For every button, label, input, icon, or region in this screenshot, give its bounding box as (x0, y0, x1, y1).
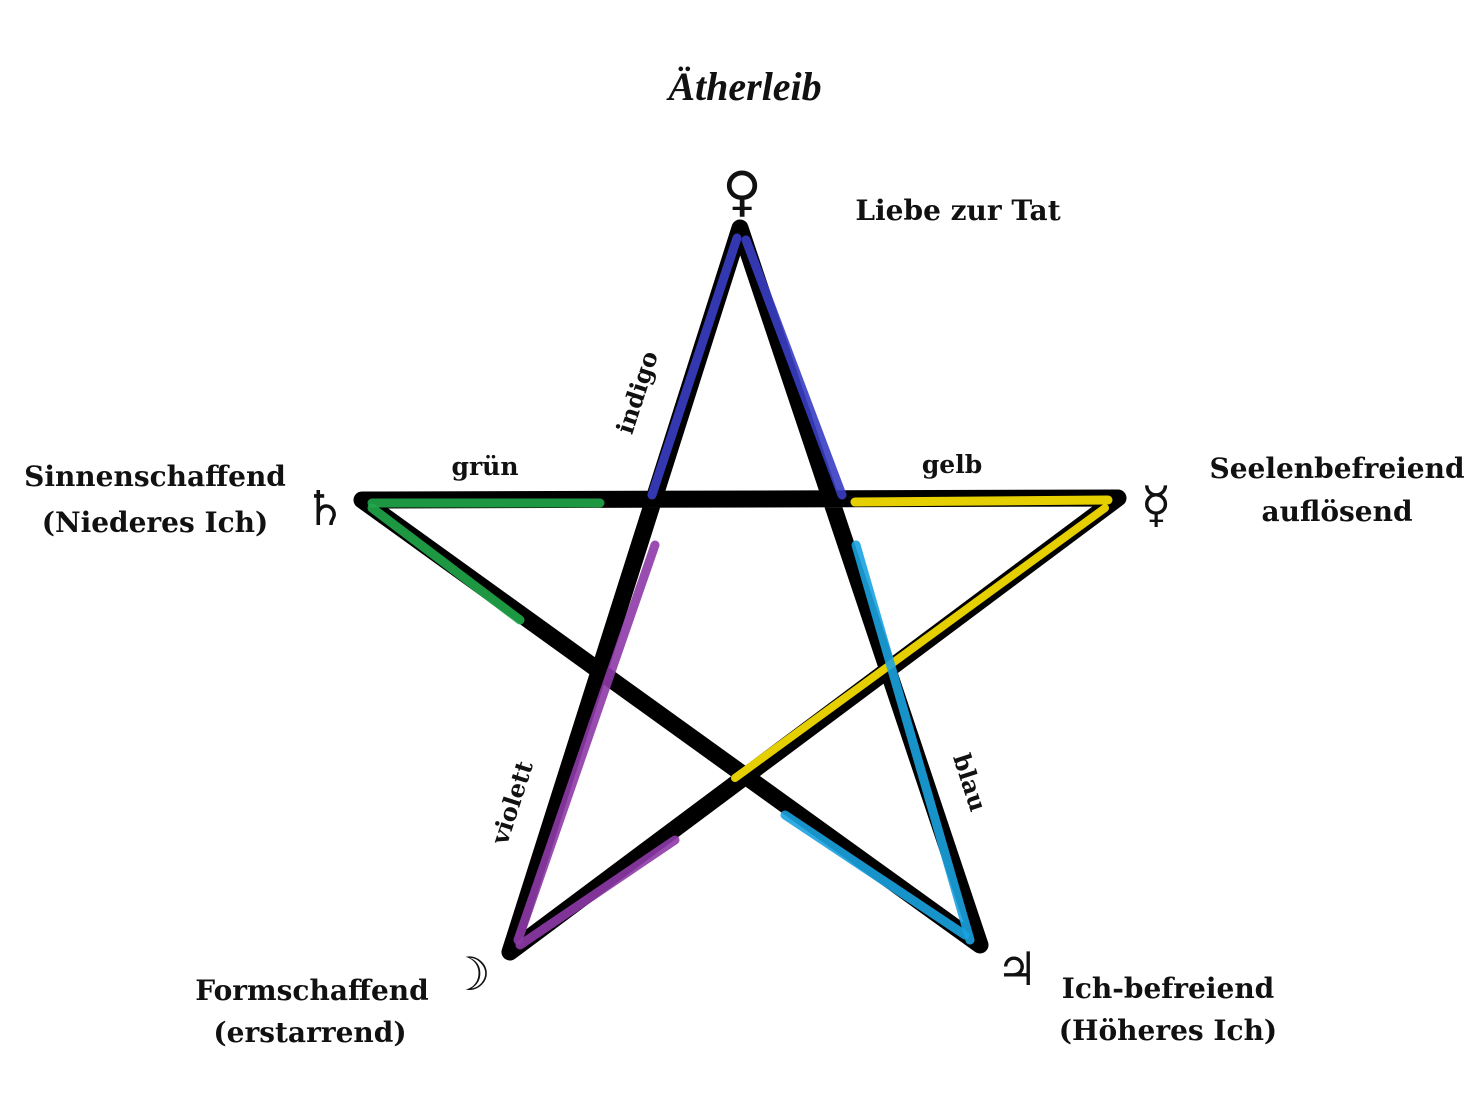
segment-blau (851, 540, 975, 945)
segment-label-blau: blau (947, 750, 993, 815)
label-top: Liebe zur Tat (855, 194, 1060, 227)
segment-violett-diag (515, 835, 680, 950)
label-bottom-left-line1: Formschaffend (195, 974, 428, 1007)
segment-indigo-right (741, 235, 847, 500)
colored-segments (367, 233, 1113, 950)
segment-label-gruen: grün (451, 452, 518, 481)
label-left-line1: Sinnenschaffend (24, 460, 286, 493)
saturn-icon: ♄ (303, 481, 346, 537)
venus-icon: ♀ (722, 160, 762, 223)
segment-gelb (850, 495, 1113, 507)
mercury-icon: ☿ (1141, 476, 1172, 534)
segment-violett (513, 540, 660, 945)
label-right-line1: Seelenbefreiend (1209, 452, 1464, 485)
label-bottom-right-line2: (Höheres Ich) (1059, 1014, 1277, 1047)
label-right-line2: auflösend (1261, 495, 1412, 528)
moon-icon: ☽ (449, 947, 490, 1001)
jupiter-icon: ♃ (996, 942, 1037, 996)
segment-label-violett: violett (485, 757, 539, 848)
segment-gruen-diag (367, 503, 525, 625)
label-bottom-right-line1: Ich-befreiend (1062, 972, 1275, 1005)
segment-gelb-diag (731, 504, 1109, 782)
segment-label-gelb: gelb (922, 450, 982, 479)
label-bottom-left-line2: (erstarrend) (213, 1016, 406, 1049)
label-left-line2: (Niederes Ich) (42, 506, 269, 539)
diagram-title: Ätherleib (665, 64, 821, 109)
segment-blau-diag (780, 810, 970, 940)
segment-label-indigo: indigo (610, 347, 664, 437)
segment-indigo (647, 233, 742, 500)
